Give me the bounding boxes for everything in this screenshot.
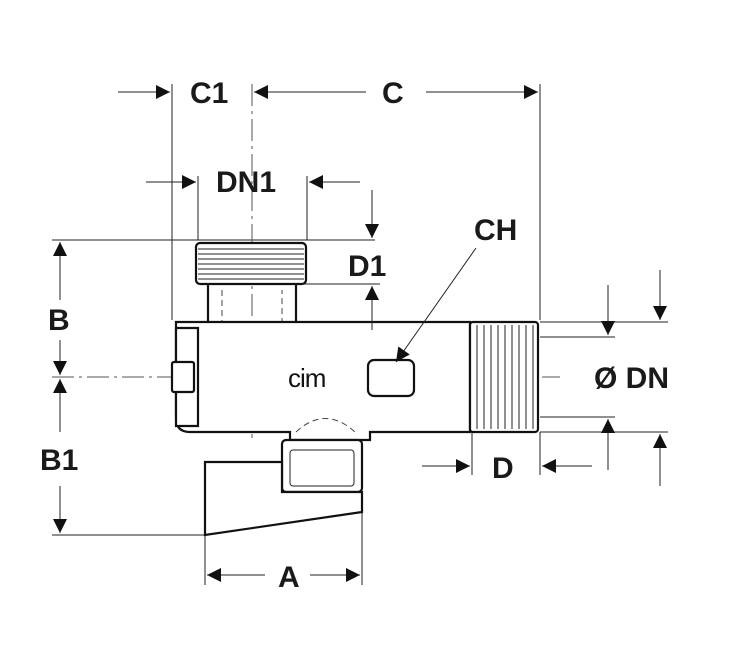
label-b1: B1 bbox=[40, 444, 78, 477]
label-a: A bbox=[278, 561, 300, 594]
valve-body bbox=[170, 241, 540, 537]
label-ch: CH bbox=[474, 214, 517, 247]
dimension-labels: C1 C DN1 D1 CH B B1 Ø DN D A bbox=[40, 77, 669, 594]
right-thread-lines bbox=[476, 325, 534, 429]
brand-logo: cim bbox=[288, 363, 325, 393]
label-dn1: DN1 bbox=[216, 166, 276, 199]
dimension-arrows bbox=[53, 85, 667, 582]
label-b: B bbox=[48, 304, 70, 337]
label-c1: C1 bbox=[190, 77, 228, 110]
top-thread-lines bbox=[198, 248, 304, 280]
label-d1: D1 bbox=[348, 250, 386, 283]
label-c: C bbox=[382, 77, 404, 110]
label-d: D bbox=[492, 452, 514, 485]
label-dn: Ø DN bbox=[594, 362, 669, 395]
